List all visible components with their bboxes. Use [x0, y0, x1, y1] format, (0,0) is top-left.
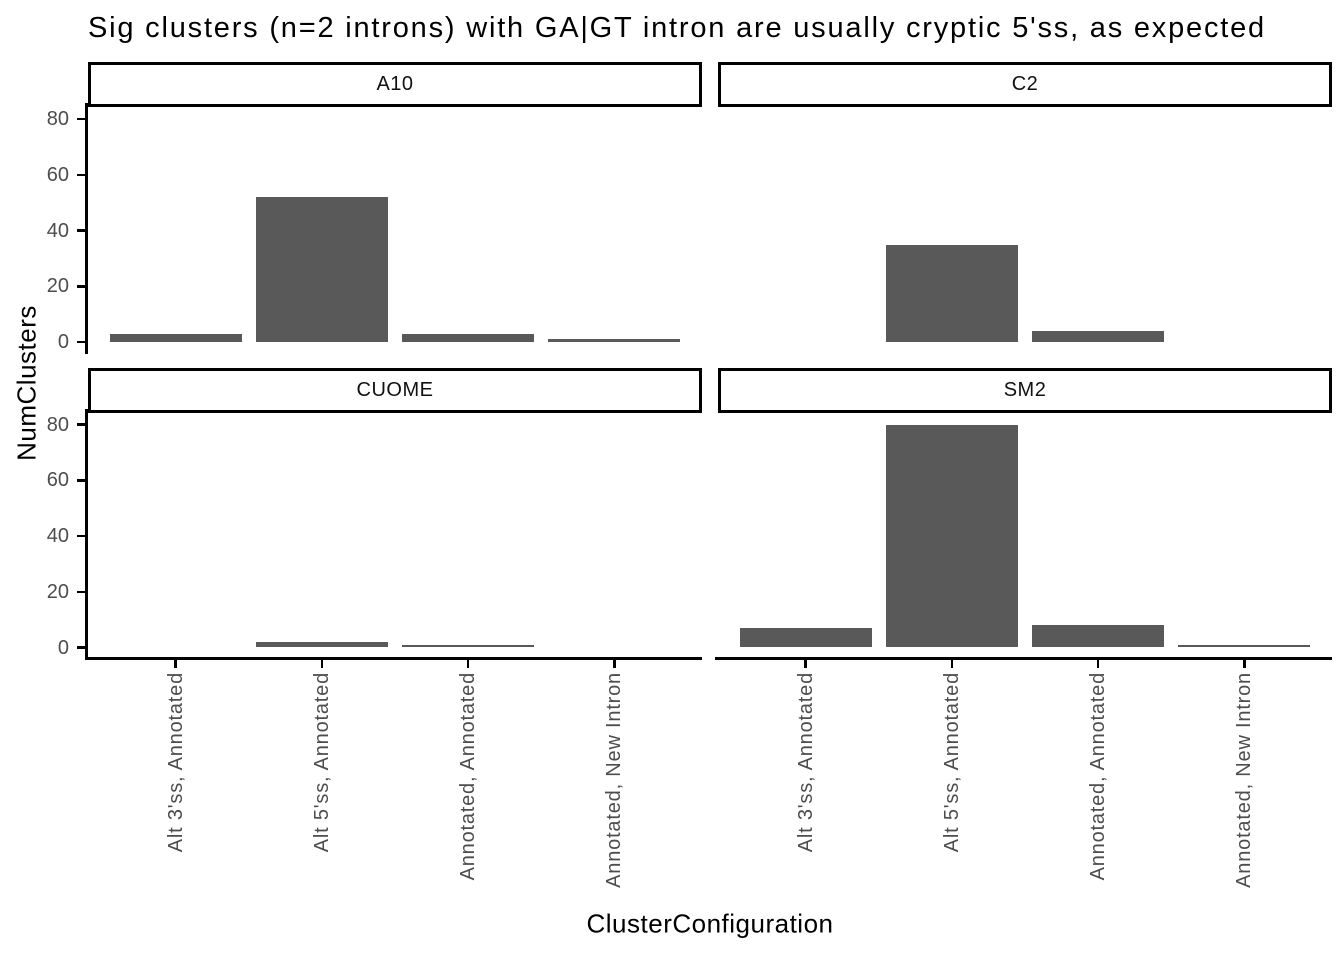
- facet-strip-label: A10: [376, 73, 414, 95]
- bar: [1178, 644, 1311, 648]
- x-tick: [950, 659, 954, 668]
- bar: [256, 197, 388, 342]
- y-tick-label: 80: [46, 108, 69, 131]
- x-tick: [613, 659, 616, 668]
- x-axis-title: ClusterConfiguration: [586, 908, 834, 939]
- x-tick-label-text: Annotated, New Intron: [1233, 671, 1256, 888]
- y-axis-title: NumClusters: [11, 305, 42, 461]
- y-tick-label: 60: [46, 469, 69, 492]
- y-tick: [77, 423, 85, 426]
- x-tick-label-text: Alt 3'ss, Annotated: [794, 671, 817, 852]
- bar: [402, 644, 534, 648]
- y-tick-label: 60: [46, 163, 69, 186]
- bar: [256, 641, 388, 648]
- bar: [1032, 330, 1164, 342]
- y-tick: [77, 534, 85, 538]
- facet-strip: A10: [88, 62, 702, 107]
- x-tick: [320, 659, 324, 668]
- x-tick: [466, 659, 470, 668]
- bar: [402, 333, 534, 342]
- y-tick-label: 80: [46, 413, 69, 436]
- facet-strip-label: C2: [1011, 73, 1039, 95]
- bar: [739, 628, 872, 648]
- x-tick: [1096, 659, 1100, 668]
- x-tick-label-text: Annotated, Annotated: [1087, 671, 1110, 880]
- x-axis-line: [85, 656, 702, 660]
- y-tick-label: 0: [57, 331, 69, 353]
- x-tick-label-text: Alt 3'ss, Annotated: [164, 671, 187, 852]
- y-axis-line: [85, 409, 88, 660]
- facet-strip-label: SM2: [1003, 379, 1047, 401]
- x-tick-label-text: Alt 5'ss, Annotated: [310, 671, 333, 852]
- facet-strip: SM2: [718, 368, 1332, 413]
- y-tick-label: 40: [46, 219, 69, 242]
- y-tick: [77, 479, 85, 482]
- x-tick: [174, 659, 177, 668]
- bar: [886, 424, 1018, 648]
- bar: [109, 333, 242, 342]
- y-tick: [77, 340, 85, 344]
- y-tick-label: 40: [46, 525, 69, 548]
- x-axis-line: [715, 656, 1332, 660]
- x-tick: [804, 659, 807, 668]
- chart-title: Sig clusters (n=2 introns) with GA|GT in…: [88, 12, 1266, 44]
- y-tick-label: 20: [46, 275, 69, 298]
- y-tick: [77, 229, 85, 232]
- facet-strip-label: CUOME: [356, 379, 434, 401]
- y-tick: [77, 646, 85, 649]
- y-tick-label: 20: [46, 580, 69, 603]
- y-axis-line: [85, 103, 88, 354]
- bar: [886, 244, 1018, 342]
- y-tick-label: 0: [57, 636, 69, 659]
- y-tick: [77, 173, 85, 177]
- facet-strip: CUOME: [88, 368, 702, 413]
- y-tick: [77, 285, 85, 288]
- x-tick-label-text: Alt 5'ss, Annotated: [940, 671, 963, 852]
- x-tick-label-text: Annotated, New Intron: [603, 671, 626, 888]
- y-tick: [77, 590, 85, 594]
- y-tick: [77, 117, 85, 121]
- facet-strip: C2: [718, 62, 1332, 107]
- bar: [1032, 625, 1164, 648]
- bar: [548, 339, 681, 342]
- x-tick-label-text: Annotated, Annotated: [457, 671, 480, 880]
- x-tick: [1243, 659, 1246, 668]
